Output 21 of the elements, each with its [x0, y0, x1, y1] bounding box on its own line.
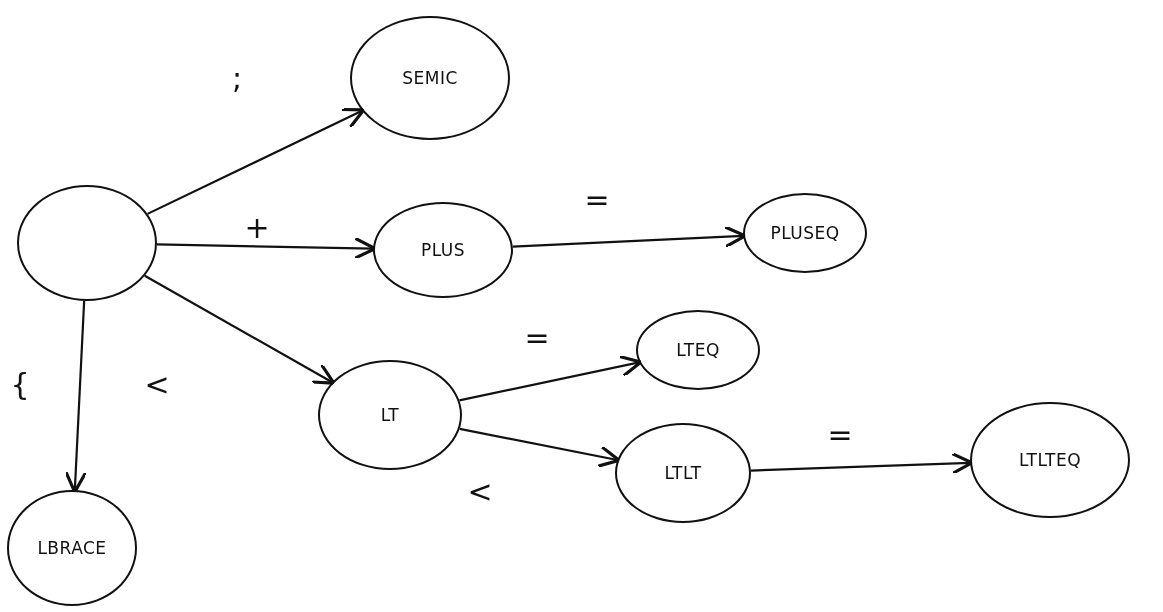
state-circle — [970, 402, 1130, 518]
state-circle — [350, 16, 510, 140]
arrow — [147, 107, 366, 215]
state-label: LTLT — [664, 463, 702, 483]
state-label: LBRACE — [37, 538, 107, 558]
start-circle — [17, 185, 157, 301]
state-circle — [743, 193, 867, 273]
arrow — [459, 427, 621, 468]
state-circle — [636, 310, 760, 390]
state-circle — [318, 360, 462, 470]
arrow — [144, 274, 336, 385]
state-label: SEMIC — [402, 68, 458, 88]
state-circle — [373, 202, 513, 298]
state-label: PLUS — [420, 240, 466, 260]
state-label: PLUSEQ — [770, 223, 840, 243]
state-circle — [615, 423, 751, 523]
state-label: LTLTEQ — [1018, 450, 1082, 470]
state-label: LTEQ — [676, 340, 720, 360]
arrow — [459, 354, 643, 402]
state-circle — [7, 490, 137, 606]
state-label: LT — [380, 405, 400, 425]
